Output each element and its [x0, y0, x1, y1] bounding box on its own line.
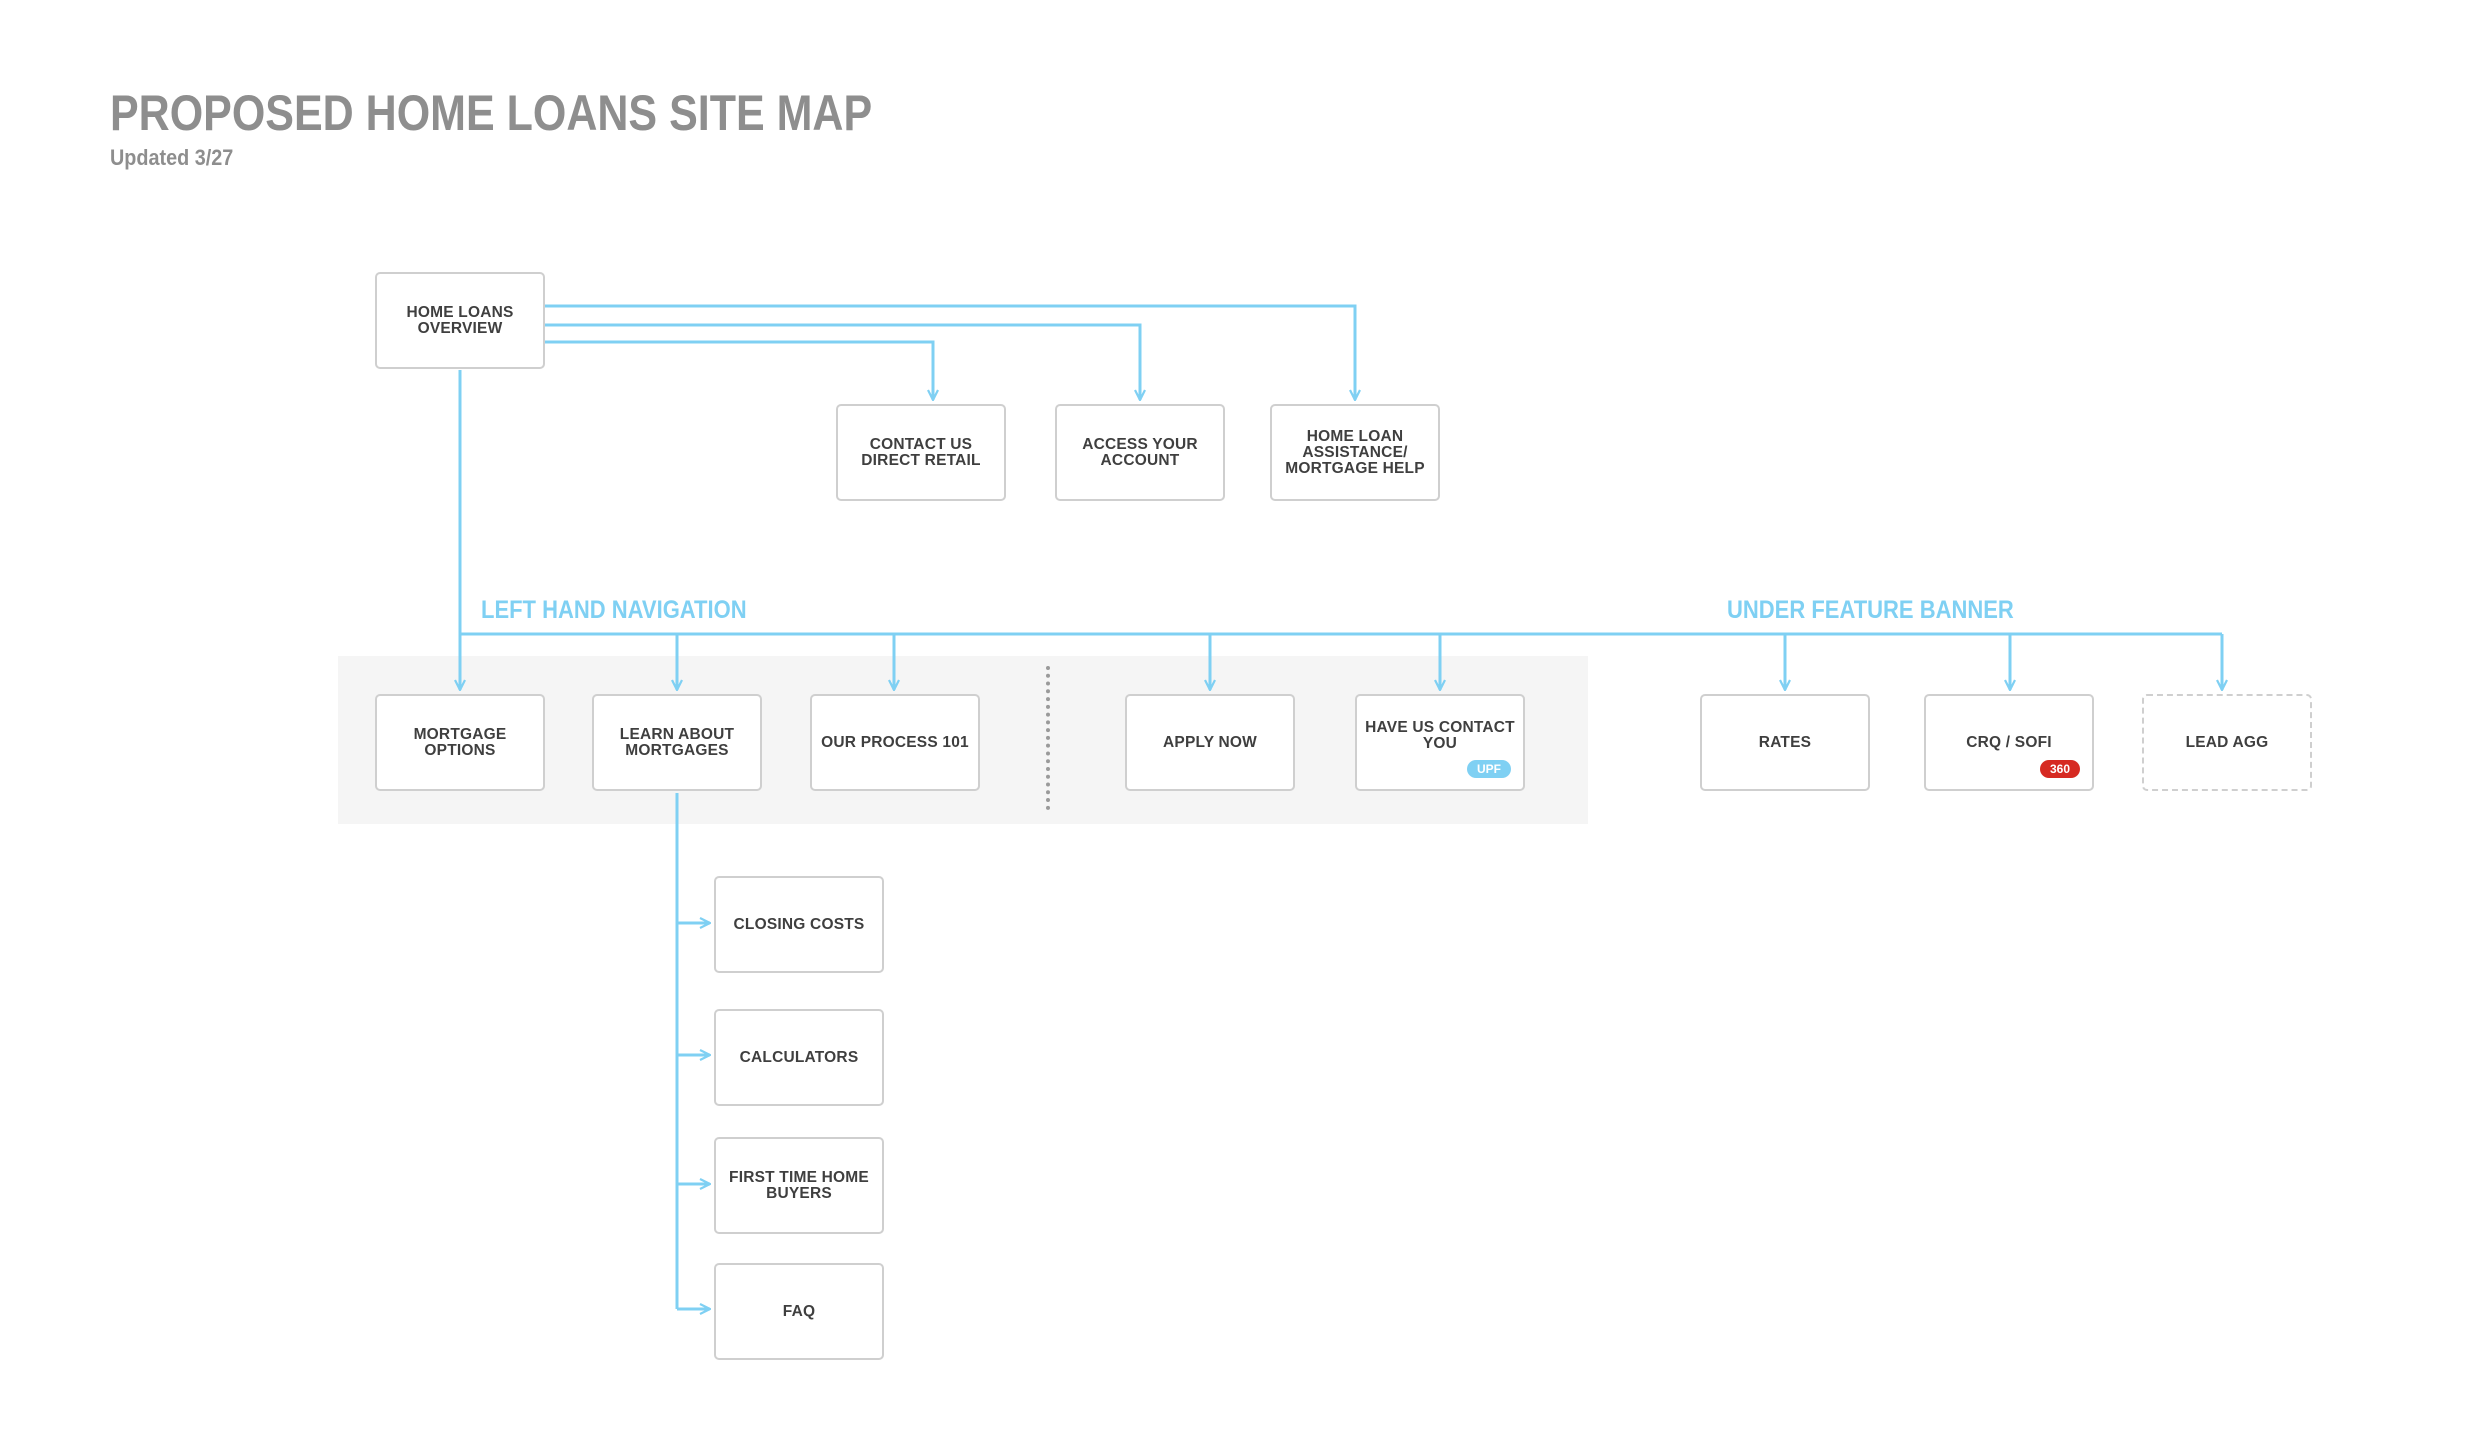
page-title: PROPOSED HOME LOANS SITE MAP [110, 85, 873, 141]
node-first-time-home-buyers[interactable]: FIRST TIME HOME BUYERS [714, 1137, 884, 1234]
node-label: HOME LOANS OVERVIEW [406, 303, 514, 337]
connector-overview-assistance [545, 304, 1355, 400]
node-label: LEARN ABOUT MORTGAGES [619, 725, 735, 759]
node-faq[interactable]: FAQ [714, 1263, 884, 1360]
section-label-left-nav: LEFT HAND NAVIGATION [481, 596, 747, 624]
node-label: RATES [1758, 733, 1812, 751]
node-access-account[interactable]: ACCESS YOUR ACCOUNT [1055, 404, 1225, 501]
node-closing-costs[interactable]: CLOSING COSTS [714, 876, 884, 973]
upf-badge: UPF [1467, 760, 1511, 778]
connector-overview-contact [545, 340, 933, 400]
360-badge: 360 [2039, 760, 2080, 778]
node-learn-about-mortgages[interactable]: LEARN ABOUT MORTGAGES [592, 694, 762, 791]
node-label: CALCULATORS [739, 1048, 859, 1066]
node-label: FIRST TIME HOME BUYERS [729, 1168, 869, 1202]
node-contact-us[interactable]: CONTACT US DIRECT RETAIL [836, 404, 1006, 501]
page-subtitle: Updated 3/27 [110, 145, 234, 170]
node-label: APPLY NOW [1163, 733, 1257, 751]
node-rates[interactable]: RATES [1700, 694, 1870, 791]
node-crq-sofi[interactable]: CRQ / SOFI 360 [1924, 694, 2094, 791]
node-label: OUR PROCESS 101 [821, 733, 969, 751]
node-our-process[interactable]: OUR PROCESS 101 [810, 694, 980, 791]
node-home-loans-overview[interactable]: HOME LOANS OVERVIEW [375, 272, 545, 369]
node-home-loan-assistance[interactable]: HOME LOAN ASSISTANCE/ MORTGAGE HELP [1270, 404, 1440, 501]
connector-overview-account [545, 323, 1140, 400]
section-label-feature-banner: UNDER FEATURE BANNER [1727, 596, 2014, 624]
node-label: CONTACT US DIRECT RETAIL [861, 435, 981, 469]
node-apply-now[interactable]: APPLY NOW [1125, 694, 1295, 791]
node-calculators[interactable]: CALCULATORS [714, 1009, 884, 1106]
node-label: CLOSING COSTS [733, 915, 865, 933]
section-divider [1046, 666, 1050, 810]
node-label: CRQ / SOFI [1966, 733, 2052, 751]
node-label: HOME LOAN ASSISTANCE/ MORTGAGE HELP [1285, 427, 1425, 477]
node-have-us-contact-you[interactable]: HAVE US CONTACT YOU UPF [1355, 694, 1525, 791]
node-label: MORTGAGE OPTIONS [413, 725, 507, 759]
node-label: HAVE US CONTACT YOU [1365, 718, 1515, 752]
node-label: ACCESS YOUR ACCOUNT [1082, 435, 1198, 469]
node-label: FAQ [782, 1302, 816, 1320]
node-lead-agg[interactable]: LEAD AGG [2142, 694, 2312, 791]
node-label: LEAD AGG [2185, 733, 2269, 751]
node-mortgage-options[interactable]: MORTGAGE OPTIONS [375, 694, 545, 791]
